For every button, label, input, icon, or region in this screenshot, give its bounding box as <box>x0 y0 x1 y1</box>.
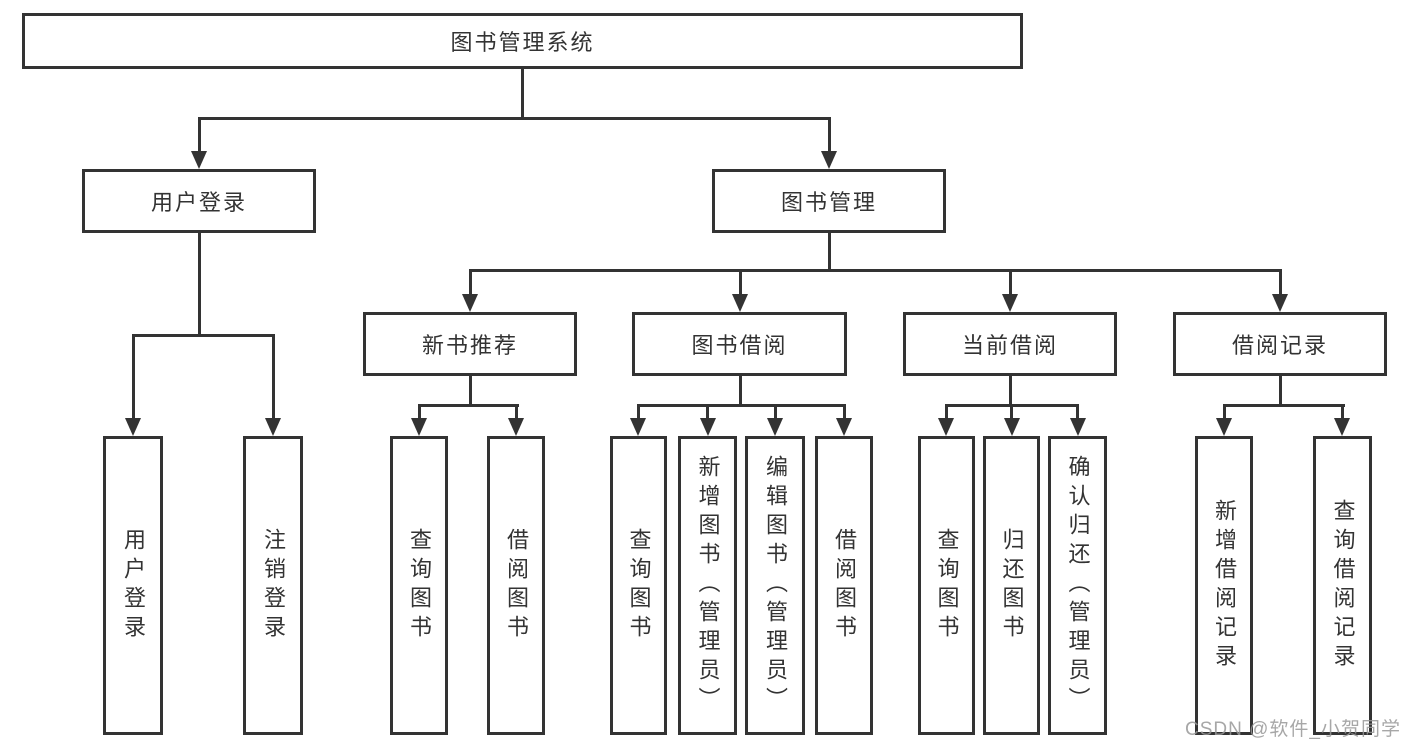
connector-drop-book-borrow <box>738 269 742 298</box>
leaf-records-query-record: 查询借阅记录 <box>1313 436 1372 735</box>
node-book-borrow: 图书借阅 <box>632 312 847 376</box>
node-current-borrow: 当前借阅 <box>903 312 1117 376</box>
leaf-current-return-books: 归还图书 <box>983 436 1040 735</box>
connector-drop-leaf <box>1010 404 1013 420</box>
leaf-current-query-books: 查询图书 <box>918 436 975 735</box>
connector-drop-user-login <box>197 117 201 153</box>
connector-drop-leaf <box>1341 404 1344 420</box>
arrow-down-icon <box>125 418 141 436</box>
connector-bus <box>637 404 846 407</box>
leaf-user-login: 用户登录 <box>103 436 163 735</box>
arrow-down-icon <box>411 418 427 436</box>
connector-drop-borrow-records <box>1278 269 1282 298</box>
connector-drop-leaf <box>842 404 846 420</box>
leaf-logout: 注销登录 <box>243 436 303 735</box>
arrow-down-icon <box>462 294 478 312</box>
connector-book-management-trunk <box>827 233 831 272</box>
leaf-borrow-edit-books-admin: 编辑图书（管理员） <box>745 436 805 735</box>
connector-drop-leaf <box>706 404 709 420</box>
arrow-down-icon <box>1334 418 1350 436</box>
arrow-down-icon <box>836 418 852 436</box>
connector-root-trunk <box>521 69 524 120</box>
leaf-current-confirm-return-admin: 确认归还（管理员） <box>1048 436 1107 735</box>
connector-user-login-trunk <box>197 233 201 337</box>
connector-drop-leaf <box>131 334 135 420</box>
connector-drop-leaf <box>945 404 948 420</box>
arrow-down-icon <box>1070 418 1086 436</box>
arrow-down-icon <box>732 294 748 312</box>
arrow-down-icon <box>630 418 646 436</box>
arrow-down-icon <box>938 418 954 436</box>
connector-drop-leaf <box>417 404 421 420</box>
node-root-library-system: 图书管理系统 <box>22 13 1023 69</box>
node-user-login: 用户登录 <box>82 169 316 233</box>
leaf-records-add-record: 新增借阅记录 <box>1195 436 1253 735</box>
connector-drop-current-borrow <box>1008 269 1012 298</box>
arrow-down-icon <box>1216 418 1232 436</box>
arrow-down-icon <box>821 151 837 169</box>
leaf-borrow-query-books: 查询图书 <box>610 436 667 735</box>
arrow-down-icon <box>700 418 716 436</box>
connector-user-login-bus <box>131 334 275 337</box>
arrow-down-icon <box>1002 294 1018 312</box>
connector-drop-leaf <box>514 404 518 420</box>
arrow-down-icon <box>265 418 281 436</box>
csdn-watermark: CSDN @软件_小贺同学 <box>1185 719 1401 740</box>
leaf-borrow-borrow-books: 借阅图书 <box>815 436 873 735</box>
connector-drop-leaf <box>271 334 275 420</box>
connector-bus <box>1222 404 1345 407</box>
connector-level3-bus <box>468 269 1282 272</box>
leaf-recommend-borrow-books: 借阅图书 <box>487 436 545 735</box>
arrow-down-icon <box>191 151 207 169</box>
connector-trunk <box>1278 376 1282 407</box>
arrow-down-icon <box>1004 418 1020 436</box>
arrow-down-icon <box>1272 294 1288 312</box>
connector-drop-leaf <box>1222 404 1226 420</box>
connector-trunk <box>1008 376 1012 407</box>
connector-drop-new-book <box>468 269 472 298</box>
connector-drop-leaf <box>773 404 777 420</box>
node-new-book-recommend: 新书推荐 <box>363 312 577 376</box>
connector-drop-leaf <box>637 404 640 420</box>
connector-trunk <box>468 376 472 407</box>
leaf-borrow-add-books-admin: 新增图书（管理员） <box>678 436 737 735</box>
connector-trunk <box>738 376 742 407</box>
node-book-management: 图书管理 <box>712 169 946 233</box>
arrow-down-icon <box>508 418 524 436</box>
leaf-recommend-query-books: 查询图书 <box>390 436 448 735</box>
arrow-down-icon <box>767 418 783 436</box>
connector-bus <box>417 404 519 407</box>
connector-drop-book-management <box>827 117 831 153</box>
node-borrow-records: 借阅记录 <box>1173 312 1387 376</box>
connector-level2-bus <box>197 117 831 120</box>
connector-drop-leaf <box>1076 404 1079 420</box>
